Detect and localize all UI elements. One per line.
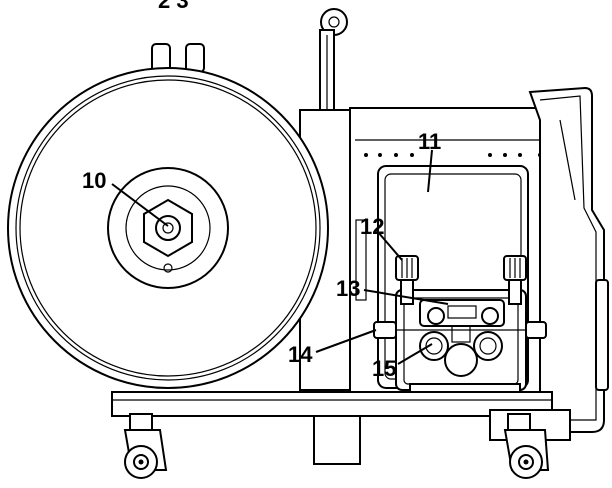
front-panel [528,86,609,433]
callout-12: 12 [360,214,384,239]
left-caster [123,413,168,479]
leader-14 [315,329,377,353]
base-platform [111,391,571,465]
callout-15: 15 [372,356,396,381]
wire-spool [7,67,329,389]
callout-10: 10 [82,168,106,193]
header-fragment: 2 3 [158,0,189,13]
right-caster [503,413,550,479]
leader-15 [397,343,433,365]
leader-12 [377,231,403,261]
callout-14: 14 [288,342,313,367]
drive-unit [373,255,547,393]
leader-11 [427,149,433,193]
leader-10 [111,183,169,227]
callout-11: 11 [418,129,441,154]
top-handle [319,8,348,121]
leader-lines [111,149,449,365]
callout-labels: 10 11 12 13 14 15 [82,129,441,381]
callout-13: 13 [336,276,360,301]
leader-13 [363,289,449,305]
